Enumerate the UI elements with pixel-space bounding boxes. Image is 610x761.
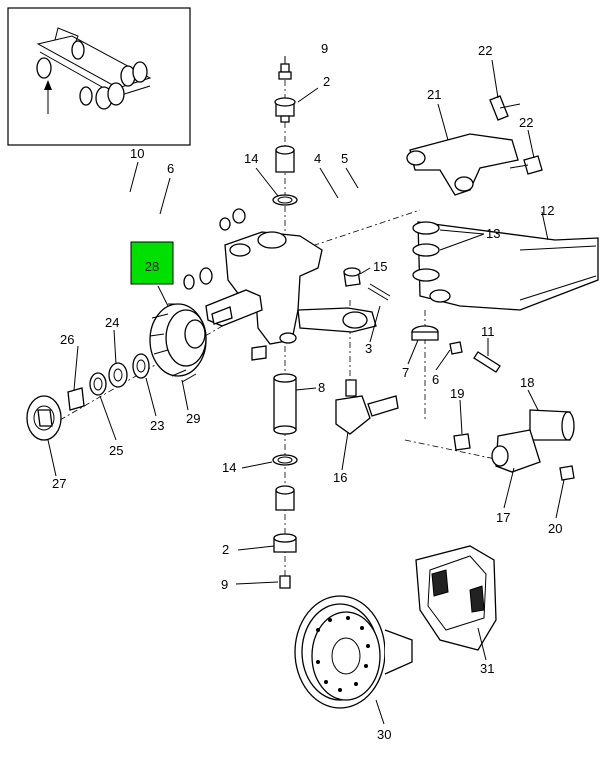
callout-19: 19 bbox=[450, 386, 464, 401]
callout-4: 4 bbox=[314, 151, 321, 166]
callout-22-top: 22 bbox=[478, 43, 492, 58]
callout-16: 16 bbox=[333, 470, 347, 485]
callout-22-right: 22 bbox=[519, 115, 533, 130]
callout-12: 12 bbox=[540, 203, 554, 218]
callout-23: 23 bbox=[150, 418, 164, 433]
callout-6-top: 6 bbox=[167, 161, 174, 176]
brake-assembly bbox=[415, 545, 497, 651]
callout-5: 5 bbox=[341, 151, 348, 166]
callout-17: 17 bbox=[496, 510, 510, 525]
callout-13: 13 bbox=[486, 226, 500, 241]
callout-10: 10 bbox=[130, 146, 144, 161]
lower-kingpin-stack bbox=[272, 373, 298, 589]
upper-kingpin-stack bbox=[272, 63, 298, 206]
callout-6-mid: 6 bbox=[432, 372, 439, 387]
callout-labels: 9 2 22 21 22 10 6 14 4 5 12 13 15 26 24 … bbox=[52, 41, 562, 742]
callout-3: 3 bbox=[365, 341, 372, 356]
hub-outer-components bbox=[26, 353, 150, 441]
steering-knuckle bbox=[183, 208, 377, 361]
steering-arm-upper bbox=[406, 95, 543, 196]
callout-24: 24 bbox=[105, 315, 119, 330]
callout-14-top: 14 bbox=[244, 151, 258, 166]
vehicle-locator-inset bbox=[7, 7, 191, 146]
callout-26: 26 bbox=[60, 332, 74, 347]
brake-drum bbox=[294, 595, 413, 709]
callout-14-bottom: 14 bbox=[222, 460, 236, 475]
callout-25: 25 bbox=[109, 443, 123, 458]
callout-18: 18 bbox=[520, 375, 534, 390]
callout-2-bottom: 2 bbox=[222, 542, 229, 557]
callout-9-bottom: 9 bbox=[221, 577, 228, 592]
axle-beam bbox=[411, 221, 599, 373]
tie-rod-end bbox=[335, 267, 399, 435]
callout-9-top: 9 bbox=[321, 41, 328, 56]
callout-30: 30 bbox=[377, 727, 391, 742]
highlight-callout-28[interactable]: 28 bbox=[130, 241, 174, 285]
wheel-hub-assembly bbox=[149, 303, 207, 383]
callout-11: 11 bbox=[481, 324, 495, 339]
callout-2-top: 2 bbox=[323, 74, 330, 89]
callout-20: 20 bbox=[548, 521, 562, 536]
callout-15: 15 bbox=[373, 259, 387, 274]
callout-8: 8 bbox=[318, 380, 325, 395]
callout-21: 21 bbox=[427, 87, 441, 102]
callout-leader-lines bbox=[47, 56, 565, 725]
callout-27: 27 bbox=[52, 476, 66, 491]
callout-29: 29 bbox=[186, 411, 200, 426]
brake-chamber-cylinder bbox=[453, 409, 575, 481]
highlight-number: 28 bbox=[145, 259, 159, 274]
callout-31: 31 bbox=[480, 661, 494, 676]
callout-7: 7 bbox=[402, 365, 409, 380]
